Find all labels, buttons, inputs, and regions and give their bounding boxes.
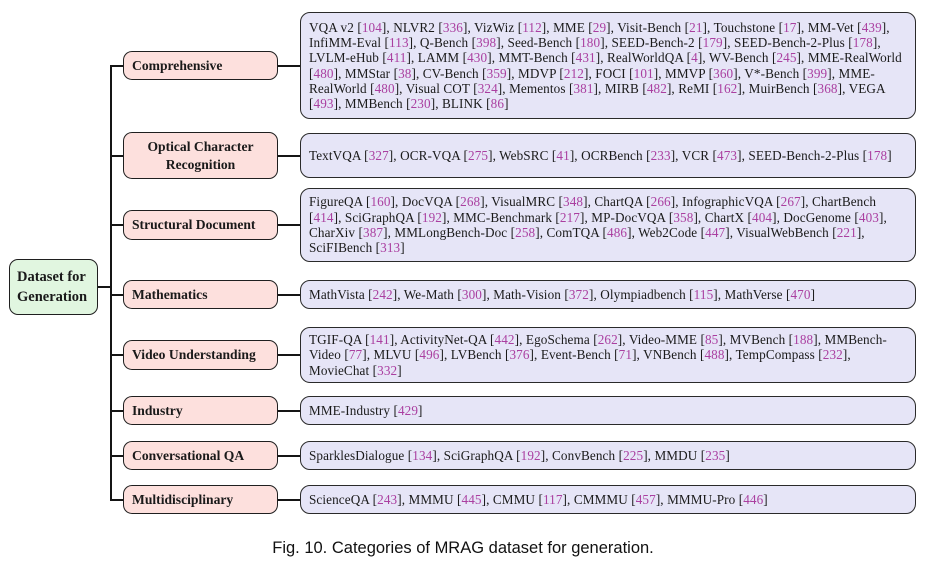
category-label: Structural Document bbox=[132, 217, 256, 233]
dataset-list: ScienceQA [243], MMMU [445], CMMU [117],… bbox=[309, 491, 768, 507]
dataset-list-box: MME-Industry [429] bbox=[300, 396, 916, 425]
category-label: Mathematics bbox=[132, 286, 208, 302]
tree-row-video-understanding: Video Understanding TGIF-QA [141], Activ… bbox=[111, 327, 916, 383]
dataset-list: FigureQA [160], DocVQA [268], VisualMRC … bbox=[309, 194, 887, 256]
dataset-list: VQA v2 [104], NLVR2 [336], VizWiz [112],… bbox=[309, 19, 902, 112]
branch-line bbox=[111, 293, 123, 296]
dataset-list-box: FigureQA [160], DocVQA [268], VisualMRC … bbox=[300, 188, 916, 262]
dataset-list-box: TextVQA [327], OCR-VQA [275], WebSRC [41… bbox=[300, 133, 916, 178]
connector-line bbox=[278, 293, 300, 296]
category-label: Conversational QA bbox=[132, 447, 245, 463]
branch-line bbox=[111, 224, 123, 226]
category-label: Video Understanding bbox=[132, 347, 256, 363]
dataset-list: MathVista [242], We-Math [300], Math-Vis… bbox=[309, 286, 816, 302]
category-label: Optical Character Recognition bbox=[147, 138, 254, 172]
category-node-conversational-qa: Conversational QA bbox=[123, 440, 278, 471]
tree-trunk-line bbox=[110, 65, 112, 501]
connector-line bbox=[278, 64, 300, 67]
tree-row-structural-document: Structural Document FigureQA [160], DocV… bbox=[111, 188, 916, 262]
category-node-video-understanding: Video Understanding bbox=[123, 340, 278, 370]
root-connector-line bbox=[96, 286, 111, 288]
dataset-list: MME-Industry [429] bbox=[309, 402, 423, 418]
connector-line bbox=[278, 409, 300, 412]
connector-line bbox=[278, 354, 300, 356]
root-node-dataset-for-generation: Dataset for Generation bbox=[9, 259, 98, 315]
tree-row-mathematics: Mathematics MathVista [242], We-Math [30… bbox=[111, 279, 916, 310]
dataset-list-box: MathVista [242], We-Math [300], Math-Vis… bbox=[300, 280, 916, 309]
branch-line bbox=[111, 454, 123, 457]
branch-line bbox=[111, 154, 123, 157]
category-label: Industry bbox=[132, 402, 183, 418]
dataset-list: TextVQA [327], OCR-VQA [275], WebSRC [41… bbox=[309, 147, 892, 163]
dataset-list-box: ScienceQA [243], MMMU [445], CMMU [117],… bbox=[300, 485, 916, 514]
tree-row-ocr: Optical Character Recognition TextVQA [3… bbox=[111, 131, 916, 180]
category-node-optical-character-recognition: Optical Character Recognition bbox=[123, 131, 278, 180]
category-node-industry: Industry bbox=[123, 395, 278, 426]
connector-line bbox=[278, 154, 300, 157]
dataset-list-box: SparklesDialogue [134], SciGraphQA [192]… bbox=[300, 441, 916, 470]
root-node-label: Dataset for Generation bbox=[17, 268, 88, 305]
figure-caption: Fig. 10. Categories of MRAG dataset for … bbox=[272, 539, 654, 557]
connector-line bbox=[278, 454, 300, 457]
category-node-mathematics: Mathematics bbox=[123, 279, 278, 310]
category-label: Comprehensive bbox=[132, 57, 223, 73]
tree-row-conversational-qa: Conversational QA SparklesDialogue [134]… bbox=[111, 440, 916, 471]
tree-row-industry: Industry MME-Industry [429] bbox=[111, 395, 916, 426]
branch-line bbox=[111, 498, 123, 501]
connector-line bbox=[278, 498, 300, 501]
dataset-list-box: VQA v2 [104], NLVR2 [336], VizWiz [112],… bbox=[300, 12, 916, 119]
branch-line bbox=[111, 354, 123, 356]
category-node-structural-document: Structural Document bbox=[123, 210, 278, 240]
tree-row-multidisciplinary: Multidisciplinary ScienceQA [243], MMMU … bbox=[111, 484, 916, 515]
category-node-multidisciplinary: Multidisciplinary bbox=[123, 484, 278, 515]
category-label: Multidisciplinary bbox=[132, 491, 234, 507]
dataset-list: TGIF-QA [141], ActivityNet-QA [442], Ego… bbox=[309, 332, 887, 378]
branch-line bbox=[111, 409, 123, 412]
dataset-list: SparklesDialogue [134], SciGraphQA [192]… bbox=[309, 447, 730, 463]
dataset-list-box: TGIF-QA [141], ActivityNet-QA [442], Ego… bbox=[300, 327, 916, 383]
branch-line bbox=[111, 64, 123, 67]
category-node-comprehensive: Comprehensive bbox=[123, 50, 278, 81]
tree-row-comprehensive: Comprehensive VQA v2 [104], NLVR2 [336],… bbox=[111, 12, 916, 119]
connector-line bbox=[278, 224, 300, 226]
